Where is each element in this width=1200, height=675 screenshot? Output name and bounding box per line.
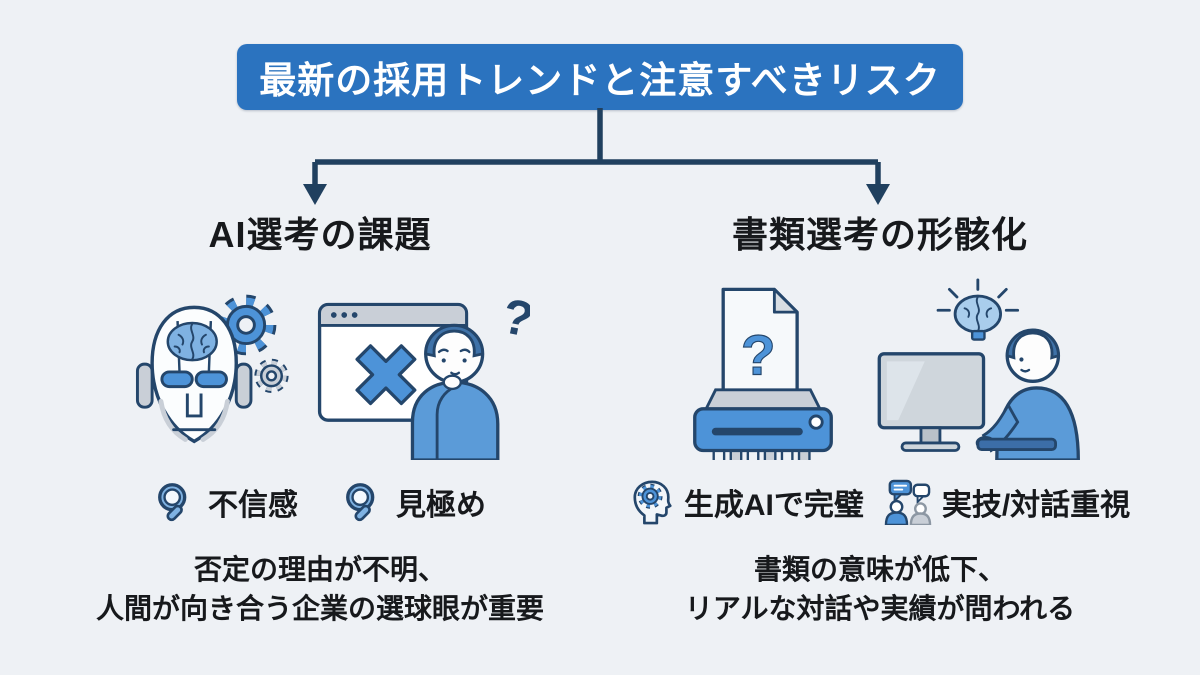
rejection-screen-thinking-person-illustration: ? <box>317 288 530 460</box>
keyboard <box>976 437 1057 451</box>
head-gear-icon <box>633 480 672 525</box>
keyword-practical-dialogue: 実技/対話重視 <box>882 479 1130 525</box>
person-body <box>410 380 500 460</box>
keyword-distrust: 不信感 <box>154 479 298 525</box>
keyword-label: 実技/対話重視 <box>941 489 1131 522</box>
question-document: ? <box>721 287 799 403</box>
shredder-button <box>808 414 824 430</box>
keyword-label: 不信感 <box>208 489 298 522</box>
person-mouth <box>450 371 461 376</box>
arrow-down-left-icon <box>303 184 327 205</box>
document-shredder-illustration: ? <box>693 287 833 460</box>
ai-robot-head-illustration <box>135 294 289 444</box>
summary-line-2: 人間が向き合う企業の選球眼が重要 <box>95 593 544 625</box>
person-mouth <box>1020 368 1031 373</box>
robot-nose <box>185 393 203 418</box>
dialogue-people-icon <box>884 479 932 525</box>
column-document-screening: 書類選考の形骸化 ? <box>630 206 1130 628</box>
shredder-slot <box>711 427 803 436</box>
illustration-row-documents: ? <box>630 268 1130 460</box>
robot-ear-left <box>135 362 154 409</box>
summary-line-1: 書類の意味が低下、 <box>753 554 1006 585</box>
keyword-label: 見極め <box>396 489 486 522</box>
keyword-generative-ai: 生成AIで完璧 <box>630 479 864 525</box>
illustration-row-ai: ? <box>70 268 570 460</box>
computer-monitor <box>877 352 986 452</box>
robot-cheek-panels <box>158 398 230 442</box>
keyword-row-documents: 生成AIで完璧 実技/対話重視 <box>630 476 1130 528</box>
magnifier-icon <box>346 483 375 522</box>
robot-ear-right <box>234 362 253 409</box>
page-title: 最新の採用トレンドと注意すべきリスク <box>259 60 941 101</box>
person-hair <box>1005 328 1060 360</box>
keyword-discernment: 見極め <box>342 479 486 525</box>
summary-documents: 書類の意味が低下、 リアルな対話や実績が問われる <box>630 550 1130 628</box>
thinking-person: ? <box>410 288 530 460</box>
column-ai-screening: AI選考の課題 <box>70 206 570 628</box>
keyword-row-ai: 不信感 見極め <box>70 476 570 528</box>
idea-brain-bulb-icon <box>936 278 1020 341</box>
summary-line-1: 否定の理由が不明、 <box>193 554 446 585</box>
magnifier-icon <box>158 483 187 522</box>
arrow-down-right-icon <box>866 184 890 205</box>
robot-eye-right <box>194 370 228 389</box>
keyword-label: 生成AIで完璧 <box>683 489 864 522</box>
gear-small-icon <box>254 358 289 393</box>
summary-ai: 否定の理由が不明、 人間が向き合う企業の選球眼が重要 <box>70 550 570 628</box>
person-hair <box>424 324 485 358</box>
x-mark-icon <box>355 344 417 406</box>
robot-eye-left <box>160 370 194 389</box>
branch-connector-arrows <box>303 108 890 205</box>
column-heading-documents: 書類選考の形骸化 <box>731 214 1028 255</box>
question-mark: ? <box>497 288 530 348</box>
column-heading-ai: AI選考の課題 <box>208 214 432 255</box>
person-eyebrows <box>437 348 471 354</box>
connector-lines <box>312 108 881 186</box>
person-at-computer-idea-illustration <box>877 278 1080 460</box>
summary-line-2: リアルな対話や実績が問われる <box>684 593 1076 625</box>
brain-icon <box>166 321 218 362</box>
gear-large-icon <box>215 294 277 356</box>
title-banner: 最新の採用トレンドと注意すべきリスク <box>237 44 963 110</box>
question-mark: ? <box>741 325 776 388</box>
person-hand <box>442 374 462 391</box>
